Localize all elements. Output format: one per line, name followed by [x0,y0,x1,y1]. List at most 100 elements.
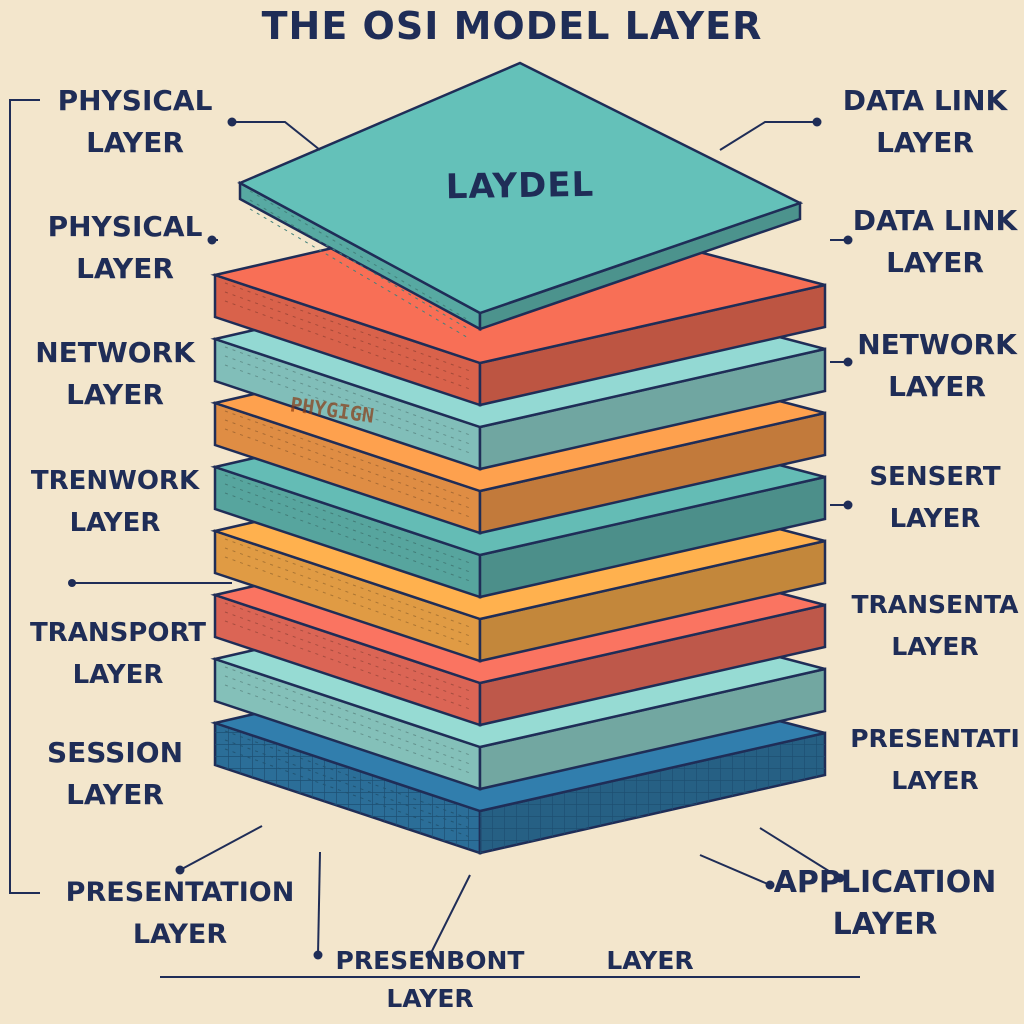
right-label-5: TRANSENTA LAYER [846,584,1024,668]
left-label-5-line1: TRANSPORT [29,618,207,648]
left-label-6: SESSION LAYER [30,732,200,816]
connector-dot-5 [843,357,853,367]
left-label-4-line2: LAYER [69,508,161,538]
top-layer-label: LAYDEL [445,164,595,208]
layer-1-right-mesh [480,733,825,853]
layer-2-texture-line [224,675,471,765]
layer-8-texture-line [224,282,471,372]
left-label-5-line2: LAYER [72,660,164,690]
left-bracket-line [9,99,40,894]
right-label-6: PRESENTATI LAYER [846,718,1024,802]
layer-4-texture-line [224,547,471,637]
layer-1-left-mesh [215,723,480,853]
right-label-7: APPLICATION LAYER [760,862,1010,946]
left-label-6-line2: LAYER [66,778,164,811]
page-title: THE OSI MODEL LAYER [261,4,763,48]
connector-dot-11 [835,873,845,883]
layer-1-texture-line [224,739,471,829]
layer-9-texture-line [249,199,471,331]
left-label-6-line1: SESSION [46,736,184,769]
connector-dot-2 [812,117,822,127]
connector-line-8 [317,851,321,956]
right-label-2-line1: DATA LINK [852,204,1018,237]
right-label-6-line2: LAYER [891,766,979,795]
connector-dot-8 [313,950,323,960]
right-label-2: DATA LINK LAYER [846,200,1024,284]
left-label-3: NETWORK LAYER [30,332,200,416]
left-label-5: TRANSPORT LAYER [18,612,218,696]
layer-3-texture-line [224,620,471,710]
layer-7-texture-line [224,346,471,436]
right-label-2-line2: LAYER [886,246,984,279]
right-label-4: SENSERT LAYER [846,456,1024,540]
layer-5-texture-line [224,474,471,564]
right-label-3-line1: NETWORK [857,328,1017,361]
right-label-1-line2: LAYER [876,126,974,159]
right-label-7-line1: APPLICATION [773,865,997,900]
left-pointer-dot [68,579,76,587]
layer-5-texture-line [224,492,471,582]
left-label-3-line1: NETWORK [35,336,195,369]
bottom-label-1-line1: PRESENBONT [335,946,525,975]
left-label-4-line1: TRENWORK [30,466,200,496]
layer-7-texture-line [224,364,471,454]
right-label-3: NETWORK LAYER [850,324,1024,408]
layer-1-texture-line [224,748,471,838]
connector-line-2 [719,121,817,151]
left-label-7: PRESENTATION LAYER [50,872,310,956]
bottom-label-2-line2: LAYER [606,946,694,975]
right-label-5-line1: TRANSENTA [851,590,1019,619]
layer-8-texture-line [224,300,471,390]
left-label-7-line2: LAYER [132,919,228,950]
right-label-1-line1: DATA LINK [842,84,1008,117]
left-label-1-line2: LAYER [86,126,184,159]
layer-1-texture-line [224,730,471,820]
right-label-7-line2: LAYER [832,907,938,942]
layer-6-texture-line [224,410,471,500]
layer-3-texture-line [224,611,471,701]
connector-line-9 [429,874,471,956]
left-label-7-line1: PRESENTATION [65,877,295,908]
left-label-2-line2: LAYER [76,252,174,285]
connector-dot-10 [765,880,775,890]
layer-3-texture-line [224,602,471,692]
layer-6-texture-line [224,428,471,518]
left-label-1-line1: PHYSICAL [57,84,213,117]
layer-9-texture-line [249,208,471,340]
left-label-2: PHYSICAL LAYER [30,206,220,290]
layer-4-texture-line [224,556,471,646]
bottom-label-2: LAYER [590,942,710,980]
layer-9-texture-line [249,190,471,322]
left-label-1: PHYSICAL LAYER [40,80,230,164]
bottom-label-1-line2: LAYER [386,984,474,1013]
right-label-4-line2: LAYER [889,504,981,534]
left-label-2-line1: PHYSICAL [47,210,203,243]
connector-dot-4 [843,235,853,245]
layer-7-texture-line [224,355,471,445]
connector-line-10 [699,854,771,886]
layer-2-texture-line [224,666,471,756]
right-label-3-line2: LAYER [888,370,986,403]
layer-9-top-face [237,61,804,315]
layer-6-texture-line [224,419,471,509]
connector-line-1 [232,121,321,151]
left-label-3-line2: LAYER [66,378,164,411]
right-label-5-line2: LAYER [891,632,979,661]
connector-dot-1 [227,117,237,127]
layer-5-texture-line [224,483,471,573]
right-label-6-line1: PRESENTATI [850,724,1020,753]
connector-dot-3 [207,235,217,245]
connector-dot-6 [843,500,853,510]
bottom-label-1: PRESENBONT LAYER [320,942,540,1018]
left-label-4: TRENWORK LAYER [30,460,200,544]
right-label-1: DATA LINK LAYER [830,80,1020,164]
layer-4-texture-line [224,538,471,628]
connector-dot-9 [425,950,435,960]
layer-2-texture-line [224,684,471,774]
connector-dot-7 [175,865,185,875]
right-label-4-line1: SENSERT [869,462,1001,492]
layer-8-texture-line [224,291,471,381]
connector-line-11 [759,827,841,879]
